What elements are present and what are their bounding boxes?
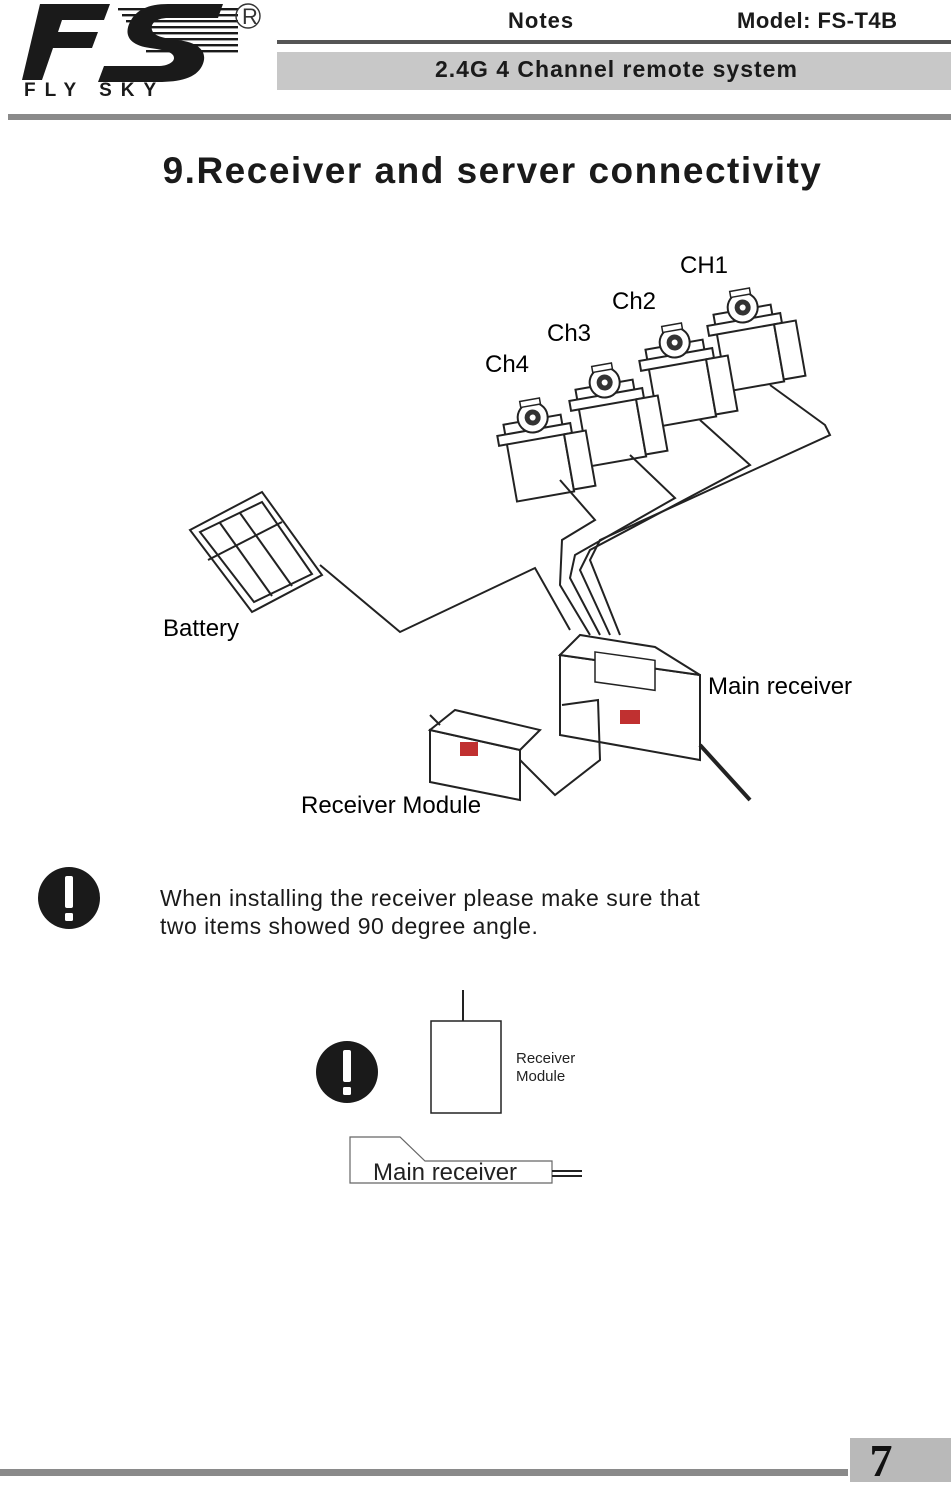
warning-text: When installing the receiver please make… bbox=[160, 884, 840, 940]
label-main-receiver: Main receiver bbox=[708, 673, 852, 700]
warning-line-2: two items showed 90 degree angle. bbox=[160, 913, 539, 939]
warning-line-1: When installing the receiver please make… bbox=[160, 885, 701, 911]
battery-pack bbox=[188, 490, 324, 614]
label-ch4: Ch4 bbox=[485, 351, 529, 378]
top-divider bbox=[8, 114, 951, 120]
connectivity-diagram: CH1 Ch2 Ch3 Ch4 Battery Main receiver Re… bbox=[163, 252, 852, 819]
module-box bbox=[430, 1020, 502, 1114]
exclamation-icon bbox=[38, 867, 100, 929]
page-number-box bbox=[850, 1438, 951, 1482]
servo-leads bbox=[558, 384, 832, 636]
label-ch1: CH1 bbox=[680, 252, 728, 279]
label-ch2: Ch2 bbox=[612, 288, 656, 315]
flysky-logo: R FLY SKY bbox=[22, 3, 261, 100]
section-title: 9.Receiver and server connectivity bbox=[162, 150, 823, 191]
orientation-diagram: Receiver Module Main receiver bbox=[316, 990, 582, 1186]
module-label-line-1: Receiver bbox=[516, 1050, 575, 1067]
header-rule bbox=[277, 40, 951, 44]
model-info: Model: FS-T4B bbox=[737, 8, 898, 34]
module-label-line-2: Module bbox=[516, 1068, 565, 1085]
module-cable bbox=[519, 698, 602, 797]
main-receiver-label: Main receiver bbox=[373, 1159, 517, 1186]
receiver-module bbox=[427, 708, 542, 802]
label-ch3: Ch3 bbox=[547, 320, 591, 347]
subtitle-bar bbox=[277, 52, 951, 90]
page-number: 7 bbox=[869, 1435, 893, 1486]
subtitle: 2.4G 4 Channel remote system bbox=[435, 56, 798, 82]
model-label: Model bbox=[737, 8, 804, 33]
main-receiver-box bbox=[349, 1136, 553, 1184]
model-value: FS-T4B bbox=[817, 8, 898, 33]
bottom-divider bbox=[0, 1469, 848, 1476]
notes-label: Notes bbox=[508, 8, 575, 33]
model-separator: : bbox=[803, 8, 811, 33]
label-battery: Battery bbox=[163, 615, 239, 642]
registered-mark: R bbox=[242, 4, 258, 29]
battery-lead bbox=[319, 564, 571, 634]
brand-name: FLY SKY bbox=[24, 80, 165, 100]
label-receiver-module: Receiver Module bbox=[301, 792, 481, 819]
main-receiver bbox=[557, 633, 752, 802]
